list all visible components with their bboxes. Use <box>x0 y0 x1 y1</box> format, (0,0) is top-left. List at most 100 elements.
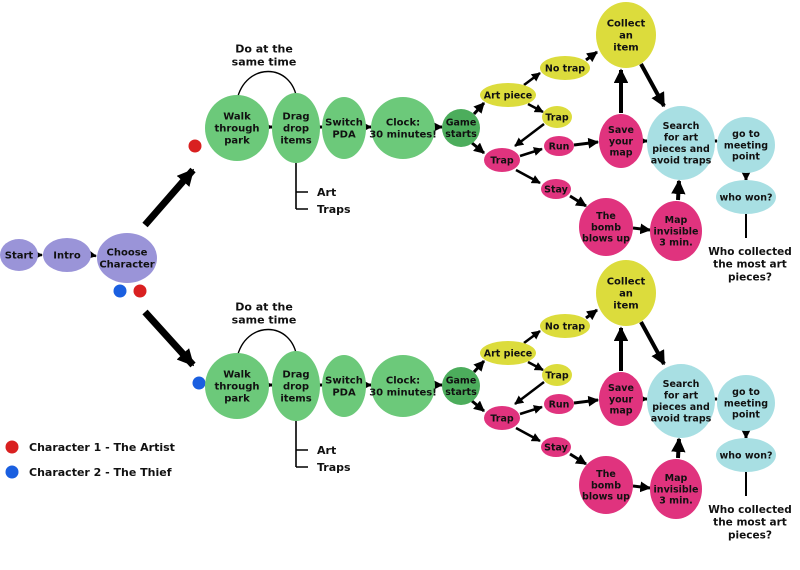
branch2-collect-item-node-shape <box>596 260 656 326</box>
branch2-no-trap-node-label: No trap <box>545 321 585 332</box>
legend-item: Character 2 - The Thief <box>5 465 172 479</box>
legend-dot <box>5 465 19 479</box>
branch2-clock-node: Clock:30 minutes! <box>369 355 437 417</box>
branch1-subitems-bracket <box>295 163 308 210</box>
branch1-trap-node-label: Trap <box>490 155 514 166</box>
branch1-arrow-artpiece-trapsmall <box>527 102 544 114</box>
branch1-run-node: Run <box>544 136 574 156</box>
branch2-same-time-arc <box>236 328 298 359</box>
branch2-stay-node-label: Stay <box>544 442 569 453</box>
branch2-trap-node-shape <box>484 406 520 430</box>
branch2-arrow-run-save <box>573 395 600 407</box>
branch2-trap-small-node: Trap <box>542 364 572 386</box>
branch1-arrow-run-save <box>573 137 600 149</box>
branch1-save-map-node-shape <box>599 114 643 168</box>
branch1-search-node-shape <box>647 106 715 180</box>
branch2-arrow-stay-bomb <box>569 452 587 466</box>
branch1-collect-item-node-shape <box>596 2 656 68</box>
branch2-no-trap-node: No trap <box>540 314 590 338</box>
branch2-who-won-node-label: who won? <box>720 450 773 461</box>
branch2-trap-node: Trap <box>484 406 520 430</box>
branch1-arrow-stay-bomb <box>569 194 587 208</box>
branch1-art-piece-node-label: Art piece <box>484 90 532 101</box>
branch2-meeting-point-node-shape <box>717 375 775 431</box>
branch2-arrow-trap-stay <box>515 426 541 443</box>
branch2-sub-art-label: Art <box>317 444 336 457</box>
branch2-drag-drop-items-node-shape <box>272 351 320 421</box>
branch1-arrow-game-trap <box>471 141 485 155</box>
branch1-map-invisible-node-shape <box>650 201 702 261</box>
branch1-switch-pda-node-shape <box>322 97 366 159</box>
arrow-intro-choose <box>87 249 97 259</box>
branch2-clock-node-label: Clock:30 minutes! <box>369 376 437 399</box>
branch2-trap-small-node-shape <box>542 364 572 386</box>
branch2-arrow-artpiece-trapsmall <box>527 360 544 372</box>
branch1-who-won-node-shape <box>716 180 776 214</box>
choose-character-node-shape <box>97 233 157 283</box>
arrow-branch-thief <box>142 309 196 368</box>
branch1-trap-node: Trap <box>484 148 520 172</box>
branch2-save-map-node-shape <box>599 372 643 426</box>
branch2-run-node-label: Run <box>549 399 570 410</box>
branch2-subitems-bracket <box>295 421 308 468</box>
branch1-trap-small-node: Trap <box>542 106 572 128</box>
branch2-clock-node-shape <box>371 355 435 417</box>
branch1-trap-node-shape <box>484 148 520 172</box>
branch1-walk-through-park-node-shape <box>205 95 269 161</box>
branch1-no-trap-node-label: No trap <box>545 63 585 74</box>
branch2-no-trap-node-shape <box>540 314 590 338</box>
branch2-arrow-collect-search <box>639 321 666 366</box>
branch2-trap-small-node-label: Trap <box>545 370 569 381</box>
branch2-switch-pda-node-shape <box>322 355 366 417</box>
branch1-arrow-bomb-mapinvisible <box>632 223 652 235</box>
branch2-arrow-game-artpiece <box>472 359 486 374</box>
branch1-meeting-point-node-shape <box>717 117 775 173</box>
legend-label: Character 1 - The Artist <box>29 441 175 454</box>
branch2-arrow-game-trap <box>471 399 485 413</box>
start-node-label: Start <box>5 251 34 262</box>
branch2-arrow-mapinvisible-search <box>671 437 686 459</box>
legend-label: Character 2 - The Thief <box>29 466 172 479</box>
branch1-same-time-arc <box>236 70 298 101</box>
branch1-stay-node-label: Stay <box>544 184 569 195</box>
branch2-who-won-node-shape <box>716 438 776 472</box>
connector-layer <box>33 50 752 496</box>
branch2-stay-node-shape <box>541 437 571 457</box>
branch1-bomb-node-shape <box>579 198 633 256</box>
branch1-trap-small-node-label: Trap <box>545 112 569 123</box>
branch2-search-node-shape <box>647 364 715 438</box>
choose-artist-dot <box>133 284 147 298</box>
intro-node: Intro <box>43 238 91 272</box>
